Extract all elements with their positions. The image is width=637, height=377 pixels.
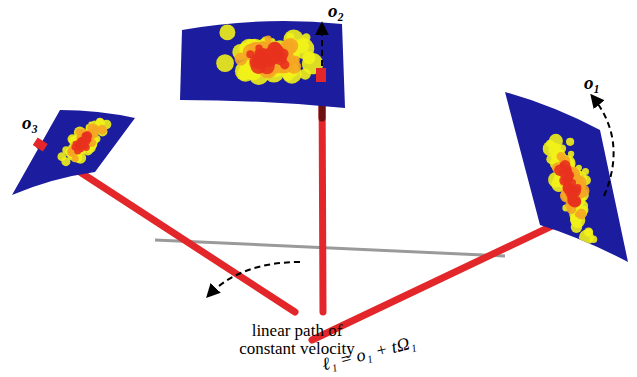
heat-blob [558, 169, 566, 177]
heat-blob [219, 24, 235, 40]
heat-blob [575, 212, 580, 217]
heat-blob [560, 162, 565, 167]
heat-blob [98, 125, 107, 134]
camera-label: o₃ [22, 112, 38, 134]
heat-blob [263, 50, 276, 63]
heat-blob [265, 36, 272, 43]
heat-blob [80, 140, 88, 148]
heat-blob [549, 134, 563, 148]
heat-blob [72, 155, 79, 162]
camera-center [33, 138, 48, 152]
heat-blob [567, 195, 579, 207]
heat-blob [246, 50, 254, 58]
camera-label: o₁ [584, 72, 600, 94]
heat-blob [579, 230, 594, 245]
image-panel [505, 92, 628, 262]
image-panel [180, 21, 345, 108]
heat-blob [57, 152, 66, 161]
heat-blob [576, 209, 587, 220]
heat-blob [566, 138, 574, 146]
heat-blob [557, 152, 566, 161]
heat-blob [300, 68, 311, 79]
camera-label: o₂ [328, 0, 344, 22]
heat-blob [569, 179, 576, 186]
heat-blob [83, 131, 92, 140]
heat-blob [573, 190, 578, 195]
image-panel [12, 110, 135, 195]
dashed-arrow [208, 24, 614, 296]
heat-blob [96, 118, 103, 125]
heat-blob [582, 168, 589, 175]
camera-center [316, 68, 326, 82]
heat-blob [216, 54, 234, 72]
